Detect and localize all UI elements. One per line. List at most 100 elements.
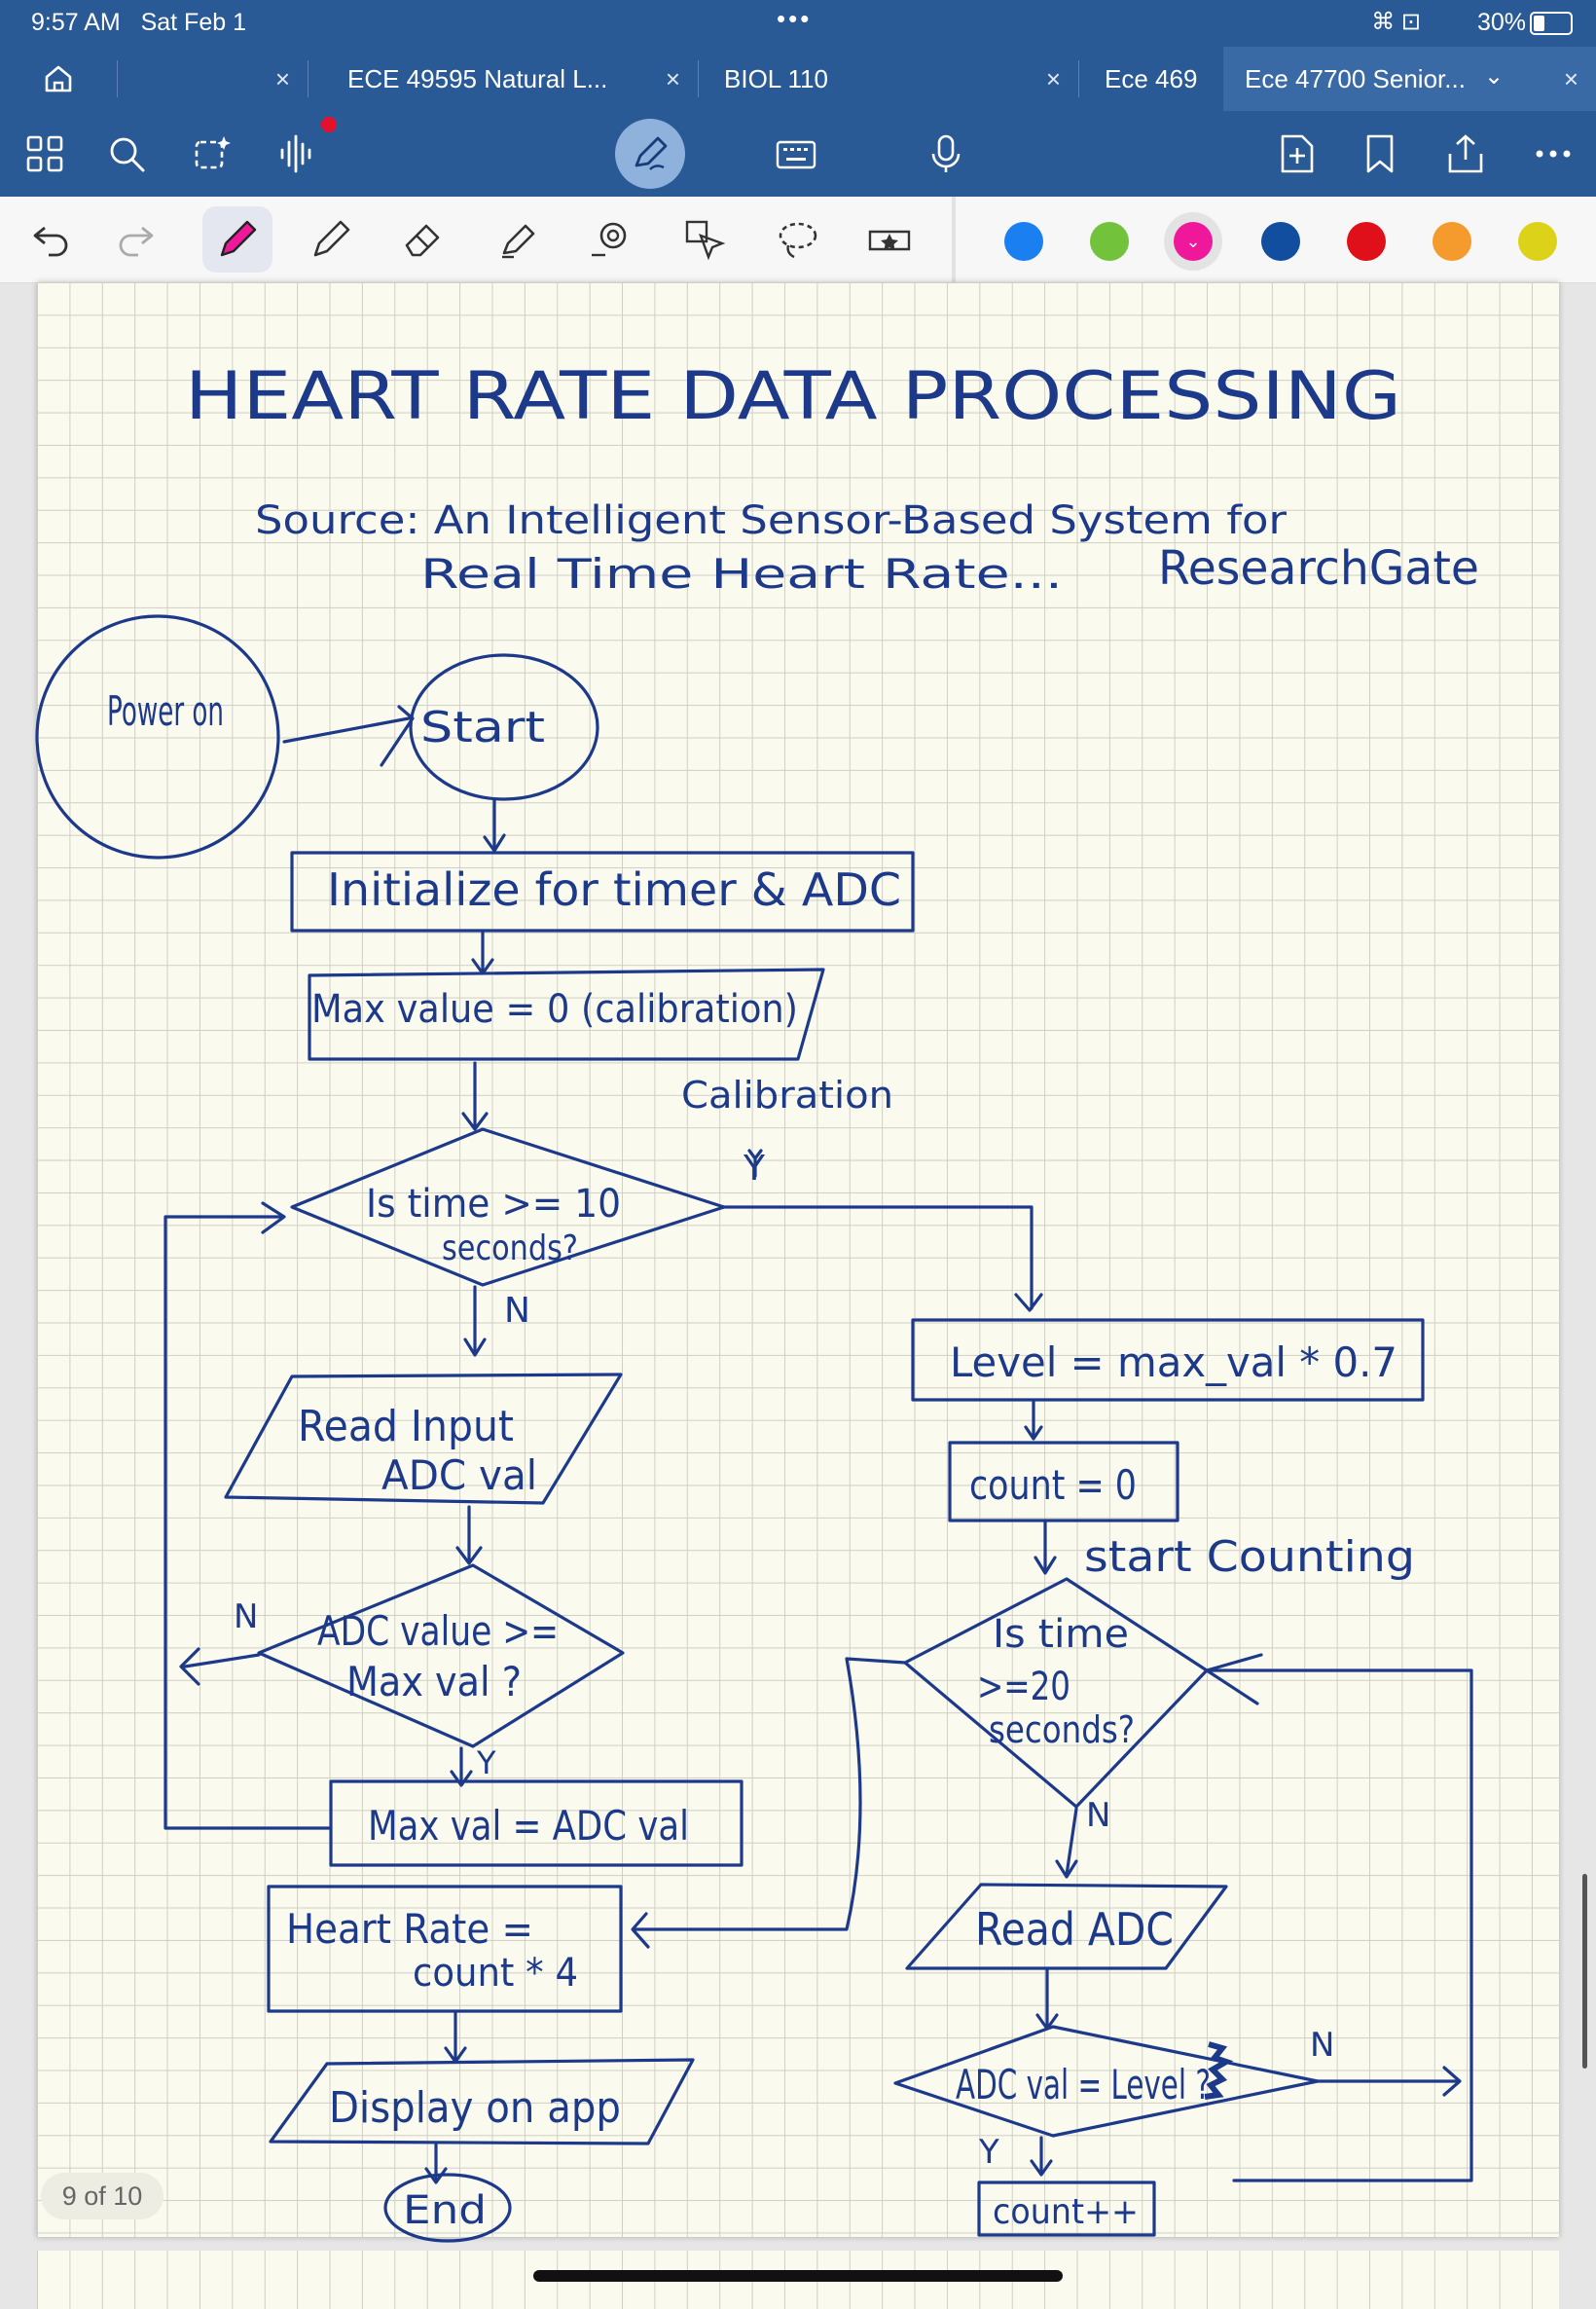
adc-level-label: ADC val = Level ? [956, 2061, 1211, 2108]
time20-label-a: Is time [993, 1612, 1129, 1657]
tab-label: ECE 49595 Natural L... [347, 63, 608, 93]
read-input-label-b: ADC val [381, 1451, 537, 1499]
tab-ece47700[interactable]: Ece 47700 Senior... ⌄ × [1223, 47, 1596, 111]
pen-icon [220, 220, 257, 257]
calibration-note: Calibration [681, 1074, 893, 1117]
bookmark-icon[interactable] [1359, 132, 1401, 175]
start-counting-label: start Counting [1084, 1532, 1415, 1582]
battery-icon [1530, 12, 1573, 35]
more-options-icon[interactable] [1532, 132, 1575, 175]
sticker-icon[interactable] [866, 216, 913, 263]
battery-percent: 30% [1476, 9, 1526, 36]
pen-mode-button[interactable] [615, 119, 685, 189]
read-adc-label: Read ADC [975, 1903, 1174, 1956]
tab-label: BIOL 110 [724, 63, 828, 93]
redo-icon[interactable] [113, 216, 160, 263]
keyboard-icon[interactable] [775, 132, 817, 175]
add-page-icon[interactable] [1275, 132, 1318, 175]
pen-toolbar: ⌄ [0, 197, 1596, 283]
read-input-box [224, 1373, 623, 1505]
end-label: End [403, 2188, 487, 2233]
tab-biol110[interactable]: BIOL 110 × [699, 47, 1078, 111]
level-label: Level = max_val * 0.7 [950, 1338, 1397, 1386]
pen-bar-divider [952, 197, 956, 282]
end-ellipse [383, 2173, 512, 2243]
close-icon[interactable]: × [1045, 64, 1061, 93]
adc-level-yes-label: Y [978, 2133, 999, 2172]
init-box [290, 851, 915, 933]
close-icon[interactable]: × [274, 64, 290, 93]
lasso-icon[interactable] [775, 216, 821, 263]
pen-icon [635, 136, 668, 170]
home-icon [45, 65, 72, 92]
share-icon[interactable] [1444, 132, 1487, 175]
adc-max-yes-label: Y [476, 1744, 496, 1781]
max-assign-box [329, 1779, 744, 1867]
color-swatch-orange[interactable] [1433, 222, 1471, 261]
home-indicator[interactable] [533, 2270, 1063, 2282]
time10-yes-label: Y [743, 1149, 766, 1189]
tab-label: Ece 47700 Senior... [1245, 63, 1466, 93]
color-swatch-yellow[interactable] [1518, 222, 1557, 261]
highlighter-icon[interactable] [494, 216, 541, 263]
init-label: Initialize for timer & ADC [327, 863, 901, 916]
tab-ece469[interactable]: Ece 469 [1079, 47, 1223, 111]
level-box [911, 1318, 1425, 1402]
audio-record-icon[interactable] [276, 132, 319, 175]
search-icon[interactable] [105, 132, 148, 175]
adc-max-label-b: Max val ? [346, 1658, 522, 1705]
read-input-label-a: Read Input [298, 1402, 514, 1451]
color-swatch-green[interactable] [1090, 222, 1129, 261]
color-swatch-navy[interactable] [1261, 222, 1300, 261]
power-on-text: Power on [107, 687, 224, 735]
count-inc-box [977, 2181, 1156, 2237]
connectivity-icons: ⌘ ⊡ [1371, 9, 1421, 35]
time10-label-a: Is time >= 10 [366, 1182, 621, 1227]
status-bar: 9:57 AM Sat Feb 1 ••• ⌘ ⊡ 30% [0, 0, 1596, 47]
pencil-icon[interactable] [308, 216, 354, 263]
color-swatch-red[interactable] [1347, 222, 1386, 261]
handwritten-flowchart: HEART RATE DATA PROCESSING Source: An In… [35, 358, 1479, 2243]
adc-max-decision [257, 1563, 625, 1748]
pen-tool-button[interactable] [202, 206, 272, 273]
select-sparkle-icon[interactable] [191, 132, 234, 175]
undo-icon[interactable] [27, 216, 74, 263]
heart-rate-box [267, 1885, 623, 2013]
color-swatch-pink[interactable]: ⌄ [1174, 222, 1213, 261]
time10-label-b: seconds? [442, 1228, 578, 1268]
grid-view-icon[interactable] [23, 132, 66, 175]
source-line-1: Source: An Intelligent Sensor-Based Syst… [255, 498, 1288, 543]
tab-bar: × ECE 49595 Natural L... × BIOL 110 × Ec… [0, 47, 1596, 111]
start-ellipse [409, 653, 599, 801]
recording-indicator-dot [321, 117, 337, 132]
tab-ece49595[interactable]: ECE 49595 Natural L... × [308, 47, 698, 111]
time20-label-c: seconds? [989, 1708, 1135, 1751]
microphone-icon[interactable] [925, 132, 967, 175]
eraser-icon[interactable] [399, 216, 446, 263]
multitasking-dots-icon[interactable]: ••• [777, 4, 813, 33]
home-tab-button[interactable] [0, 47, 117, 111]
adc-max-label-a: ADC value >= [317, 1607, 559, 1655]
source-line-2: Real Time Heart Rate... [420, 550, 1063, 598]
heart-rate-label-b: count * 4 [413, 1951, 578, 1996]
chevron-down-icon[interactable]: ⌄ [1484, 63, 1505, 90]
power-on-circle [35, 614, 280, 860]
calibration-label: Max value = 0 (calibration) [311, 987, 798, 1032]
heart-rate-label-a: Heart Rate = [286, 1905, 533, 1953]
adc-max-no-label: N [234, 1597, 258, 1636]
shape-tool-icon[interactable] [586, 216, 633, 263]
color-swatch-blue[interactable] [1004, 222, 1043, 261]
count0-label: count = 0 [969, 1461, 1137, 1509]
elements-icon[interactable] [681, 216, 728, 263]
adc-level-no-label: N [1310, 2026, 1334, 2065]
calibration-box [308, 968, 825, 1061]
main-toolbar [0, 111, 1596, 197]
close-icon[interactable]: × [1563, 64, 1578, 93]
count0-box [948, 1441, 1179, 1522]
time20-label-b: >=20 [977, 1665, 1070, 1709]
tab-untitled[interactable]: × [118, 47, 308, 111]
scroll-indicator[interactable] [1582, 1874, 1587, 2069]
close-icon[interactable]: × [665, 64, 680, 93]
note-page[interactable] [37, 282, 1559, 2237]
read-adc-box [905, 1883, 1228, 1970]
